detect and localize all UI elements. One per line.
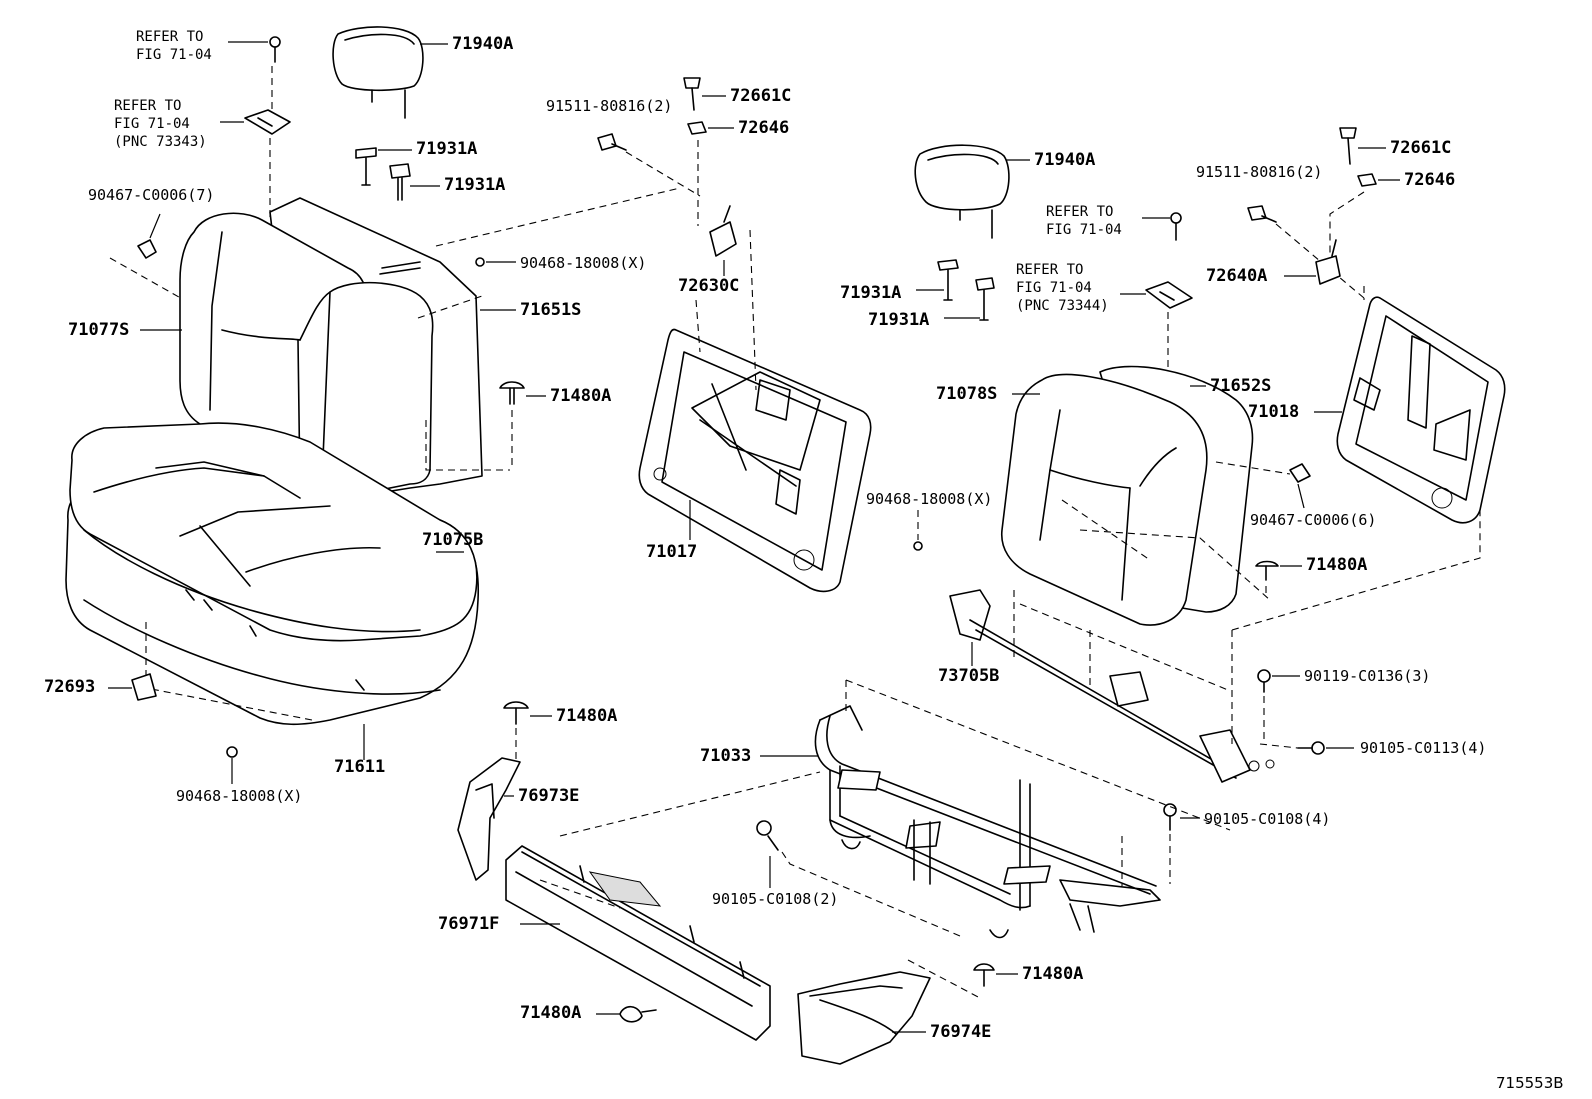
- refer-note-2: REFER TO FIG 71-04 (PNC 73343): [114, 98, 207, 151]
- label-71480a-3: 71480A: [1022, 964, 1084, 984]
- label-72646-left: 72646: [738, 118, 790, 138]
- bolt-90105-c: [756, 820, 961, 937]
- label-71652s: 71652S: [1210, 376, 1272, 396]
- label-72661c-left: 72661C: [730, 86, 792, 106]
- fastener-5: [596, 1005, 657, 1023]
- bolt-90105-a: [1259, 741, 1354, 755]
- hinge-73705b: [949, 506, 1481, 783]
- label-90468-3: 90468-18008(X): [866, 490, 993, 508]
- supports-left: [355, 147, 440, 201]
- label-72661c-right: 72661C: [1390, 138, 1452, 158]
- hook-72693: [108, 673, 157, 701]
- ring-1: [475, 257, 516, 267]
- label-72693: 72693: [44, 677, 96, 697]
- shield-76973e: [457, 757, 521, 881]
- fastener-4: [503, 701, 552, 760]
- label-71480a-4: 71480A: [556, 706, 618, 726]
- label-71651s: 71651S: [520, 300, 582, 320]
- label-90105-a: 90105-C0113(4): [1360, 739, 1487, 757]
- label-71931a-2: 71931A: [444, 175, 506, 195]
- ring-2: [226, 746, 238, 784]
- label-71480a-2: 71480A: [1306, 555, 1368, 575]
- label-90468-1: 90468-18008(X): [520, 254, 647, 272]
- label-71018: 71018: [1248, 402, 1300, 422]
- shield-76971f: [505, 845, 771, 1041]
- label-72640a: 72640A: [1206, 266, 1268, 286]
- cushion-frame: [559, 679, 1231, 939]
- label-71931a-1: 71931A: [416, 139, 478, 159]
- label-71940a-left: 71940A: [452, 34, 514, 54]
- label-71078s: 71078S: [936, 384, 998, 404]
- label-71940a-right: 71940A: [1034, 150, 1096, 170]
- label-71075b: 71075B: [422, 530, 484, 550]
- fastener-2: [1255, 560, 1302, 596]
- label-71931a-4: 71931A: [868, 310, 930, 330]
- label-71077s: 71077S: [68, 320, 130, 340]
- label-71611: 71611: [334, 757, 386, 777]
- label-73705b: 73705B: [938, 666, 1000, 686]
- label-71931a-3: 71931A: [840, 283, 902, 303]
- back-frame-left: [638, 229, 872, 593]
- label-90105-b: 90105-C0108(4): [1204, 810, 1331, 828]
- label-76974e: 76974E: [930, 1022, 992, 1042]
- fastener-3: [907, 959, 1018, 999]
- headrest-left: [332, 26, 448, 119]
- label-71480a-1: 71480A: [550, 386, 612, 406]
- headrest-right: [914, 144, 1030, 239]
- label-71017: 71017: [646, 542, 698, 562]
- label-72646-right: 72646: [1404, 170, 1456, 190]
- back-frame-right: [1314, 286, 1506, 524]
- label-90105-c: 90105-C0108(2): [712, 890, 839, 908]
- label-90467-right: 90467-C0006(6): [1250, 511, 1377, 529]
- clip-right: [1215, 461, 1311, 509]
- label-76973e: 76973E: [518, 786, 580, 806]
- label-71033: 71033: [700, 746, 752, 766]
- label-76971f: 76971F: [438, 914, 500, 934]
- shield-76974e: [797, 971, 931, 1065]
- seatback-right: [1001, 365, 1271, 626]
- label-72630c: 72630C: [678, 276, 740, 296]
- lock-assy-left: [597, 77, 737, 276]
- refer-bolt-left: [220, 36, 291, 222]
- bolt-90119: [1257, 669, 1300, 740]
- refer-note-3: REFER TO FIG 71-04: [1046, 204, 1122, 239]
- refer-note-1: REFER TO FIG 71-04: [136, 29, 212, 64]
- bolt-90105-b: [1163, 803, 1200, 884]
- lock-assy-right: [1247, 127, 1400, 299]
- ring-3: [913, 510, 923, 551]
- label-90468-2: 90468-18008(X): [176, 787, 303, 805]
- supports-right: [916, 259, 995, 321]
- label-91511-left: 91511-80816(2): [546, 97, 673, 115]
- label-91511-right: 91511-80816(2): [1196, 163, 1323, 181]
- label-90467-left: 90467-C0006(7): [88, 186, 215, 204]
- refer-note-4: REFER TO FIG 71-04 (PNC 73344): [1016, 262, 1109, 315]
- label-90119: 90119-C0136(3): [1304, 667, 1431, 685]
- label-71480a-5: 71480A: [520, 1003, 582, 1023]
- seat-cushion: [65, 422, 480, 760]
- figure-id: 715553B: [1496, 1074, 1564, 1092]
- fastener-1: [499, 381, 546, 470]
